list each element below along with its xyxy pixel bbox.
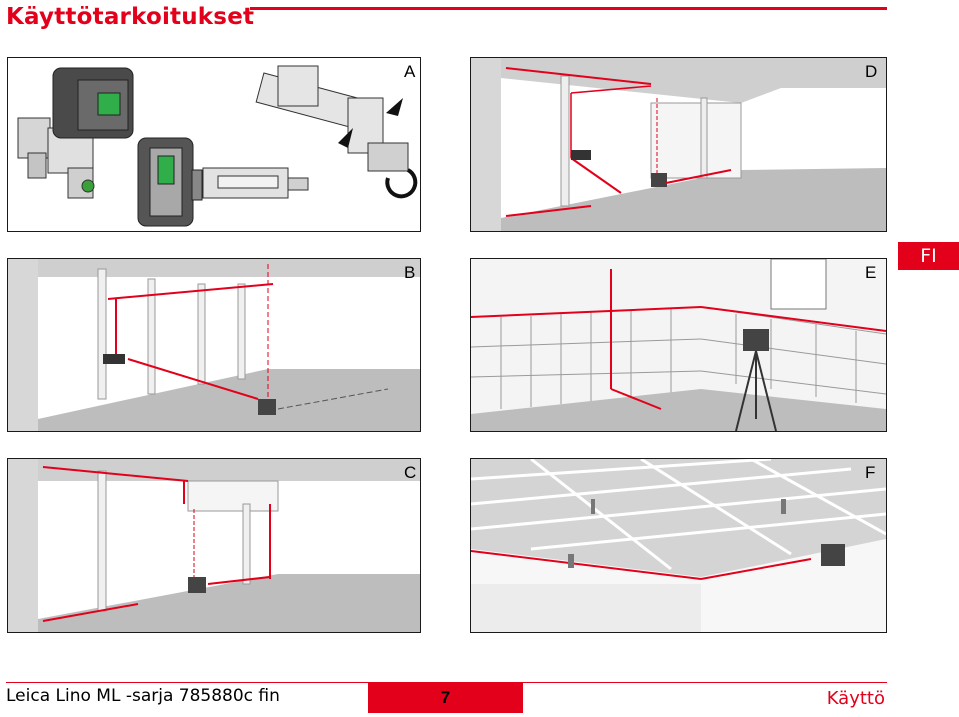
panel-d-label: D xyxy=(865,62,878,81)
panel-c-label: C xyxy=(404,463,417,482)
room-ceiling-beam-illustration xyxy=(8,459,420,632)
room-wall-alignment-illustration xyxy=(8,259,420,431)
tile-alignment-illustration xyxy=(471,259,886,431)
panel-b-label: B xyxy=(404,263,416,282)
language-tab: FI xyxy=(898,242,959,270)
panel-d: D xyxy=(470,57,887,232)
panel-e-label: E xyxy=(865,263,877,282)
room-ceiling-layout-illustration xyxy=(471,58,886,231)
panel-e: E xyxy=(470,258,887,432)
page-title: Käyttötarkoitukset xyxy=(6,4,255,30)
footer-section: Käyttö xyxy=(826,688,885,709)
suspended-ceiling-illustration xyxy=(471,459,886,632)
panel-f-label: F xyxy=(865,463,876,482)
header-rule xyxy=(250,7,887,10)
footer-product: Leica Lino ML -sarja 785880c fin xyxy=(6,686,280,706)
page-number: 7 xyxy=(368,682,523,713)
panel-a-label: A xyxy=(404,62,416,81)
panel-f: F xyxy=(470,458,887,633)
panel-c: C xyxy=(7,458,421,633)
panel-a: A xyxy=(7,57,421,232)
panel-b: B xyxy=(7,258,421,432)
receiver-accessories-illustration xyxy=(17,65,418,227)
